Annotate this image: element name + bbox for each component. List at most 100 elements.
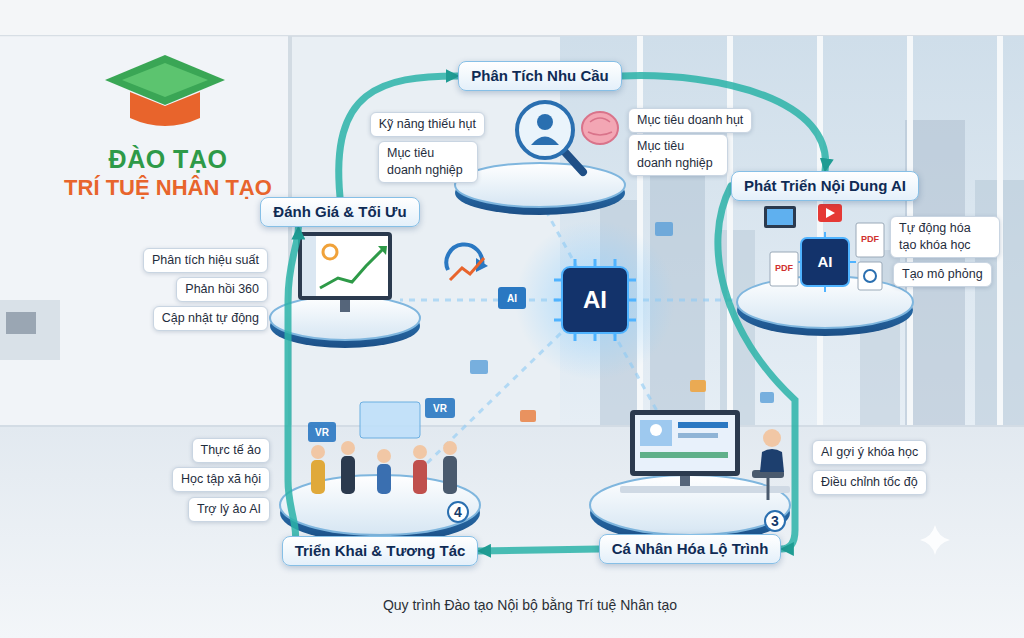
step-number: 3 — [764, 510, 786, 532]
content-icons-part — [826, 208, 835, 218]
office-background-part-part — [817, 36, 823, 426]
floating-tiles-part — [760, 392, 774, 403]
floating-tiles-part — [470, 360, 488, 374]
center-ai-chip-part — [554, 259, 636, 341]
personalize-scene-part — [640, 420, 672, 446]
stage-title: Triển Khai & Tương Tác — [295, 542, 466, 560]
callout-text: Phân tích hiệu suất — [152, 252, 259, 269]
evaluation-monitor-part — [302, 236, 316, 296]
stage-title: Phân Tích Nhu Cầu — [471, 67, 609, 85]
callout-box: Trợ lý ảo AI — [188, 497, 270, 522]
callout-text: Tạo mô phỏng — [902, 266, 983, 283]
callout-text: Tự động hóa tạo khóa học — [899, 220, 991, 254]
center-ai-chip-part-part — [594, 333, 597, 341]
stage-title: Đánh Giá & Tối Ưu — [273, 203, 406, 221]
logo-cap-part — [130, 92, 200, 126]
deploy-scene-part-part — [443, 441, 457, 455]
callout-box: Phản hồi 360 — [176, 277, 268, 302]
stage-banner: Triển Khai & Tương Tác — [282, 536, 479, 566]
vr-label: VR — [315, 427, 329, 438]
logo-cap — [105, 55, 225, 126]
step-number: 4 — [447, 501, 469, 523]
callout-box: AI gợi ý khóa học — [812, 440, 927, 465]
floating-tiles-part — [690, 380, 706, 392]
callout-box: Điều chỉnh tốc độ — [812, 470, 927, 495]
center-ai-chip-part-part — [554, 299, 562, 302]
center-ai-chip-part-part — [574, 333, 577, 341]
content-icons-part — [864, 270, 876, 282]
callout-box: Mục tiêu doanh hụt — [628, 108, 752, 133]
content-icons-part — [767, 209, 793, 225]
deploy-scene-part — [308, 422, 336, 442]
callout-text: Trợ lý ảo AI — [197, 501, 261, 518]
callout-text: Kỹ năng thiếu hụt — [379, 116, 476, 133]
evaluation-monitor-part — [378, 246, 387, 255]
analysis-icons-part — [582, 112, 618, 144]
deploy-scene-part — [377, 464, 391, 494]
deploy-scene-part — [311, 441, 457, 463]
logo-text: ĐÀO TẠO — [109, 146, 228, 174]
floating-tiles — [470, 140, 774, 422]
callout-text: AI gợi ý khóa học — [821, 444, 918, 461]
callout-text: Điều chỉnh tốc độ — [821, 474, 918, 491]
evaluation-monitor-part — [320, 248, 384, 288]
callout-box: Kỹ năng thiếu hụt — [370, 112, 485, 137]
personalize-scene-part — [678, 422, 728, 428]
logo-text: TRÍ TUỆ NHÂN TẠO — [64, 176, 272, 200]
stage-platforms-part — [590, 475, 790, 535]
personalize-scene-part — [767, 478, 770, 500]
center-ai-chip-part-part — [574, 259, 577, 267]
center-ai-chip-part-part — [614, 259, 617, 267]
personalize-scene-part — [630, 410, 740, 476]
office-background-part — [0, 426, 1024, 638]
callout-text: Học tập xã hội — [181, 471, 261, 488]
deploy-scene-part — [360, 402, 420, 438]
logo-cap-part — [105, 55, 225, 105]
stage-banner: Phát Triển Nội Dung AI — [731, 171, 919, 201]
deploy-scene-part-part — [341, 441, 355, 455]
evaluation-monitor-part — [298, 232, 392, 300]
callout-box: Thực tế ảo — [192, 438, 270, 463]
center-glow-part — [400, 200, 790, 470]
office-background-part — [0, 425, 1024, 427]
personalize-scene-part — [640, 452, 728, 458]
office-background-part-part — [727, 36, 733, 426]
callout-text: Phản hồi 360 — [185, 281, 259, 298]
center-ai-chip-part — [562, 267, 628, 333]
sparkle — [920, 525, 950, 555]
content-icons-part — [801, 238, 849, 286]
center-ai-chip-part-part — [594, 259, 597, 267]
callout-box: Tạo mô phỏng — [893, 262, 992, 287]
deploy-scene-part — [311, 460, 325, 494]
stage-banner: Phân Tích Nhu Cầu — [458, 61, 622, 91]
callout-box: Phân tích hiệu suất — [143, 248, 268, 273]
content-icons-part — [770, 252, 798, 286]
deploy-scene-part — [341, 456, 355, 494]
analysis-icons-part — [537, 114, 553, 130]
evaluation-monitor-part — [302, 236, 388, 296]
callout-box: Học tập xã hội — [172, 467, 270, 492]
callout-box: Mục tiêu doanh nghiệp — [378, 141, 478, 183]
deploy-scene — [308, 398, 457, 494]
loop-icon-part — [450, 258, 484, 280]
callout-box: Tự động hóa tạo khóa học — [890, 216, 1000, 258]
office-background-part — [0, 300, 60, 360]
analysis-icons-part — [531, 137, 559, 146]
office-background-part — [6, 312, 36, 334]
deploy-scene-part-part — [377, 449, 391, 463]
flow-arrow — [478, 549, 598, 551]
floating-tiles-part — [520, 410, 536, 422]
center-glow — [400, 200, 790, 470]
stage-banner: Cá Nhân Hóa Lộ Trình — [599, 534, 782, 564]
content-icons-part — [856, 223, 884, 257]
floating-tiles-part — [498, 287, 526, 309]
caption: Quy trình Đào tạo Nội bộ bằng Trí tuệ Nh… — [383, 598, 677, 613]
content-icons-part — [764, 206, 796, 228]
stage-platforms-part — [270, 296, 420, 340]
callout-box: Mục tiêu doanh nghiệp — [628, 134, 728, 176]
floating-tiles-part — [655, 222, 673, 236]
center-ai-chip-part-part — [614, 333, 617, 341]
flow-arrow — [288, 227, 298, 536]
